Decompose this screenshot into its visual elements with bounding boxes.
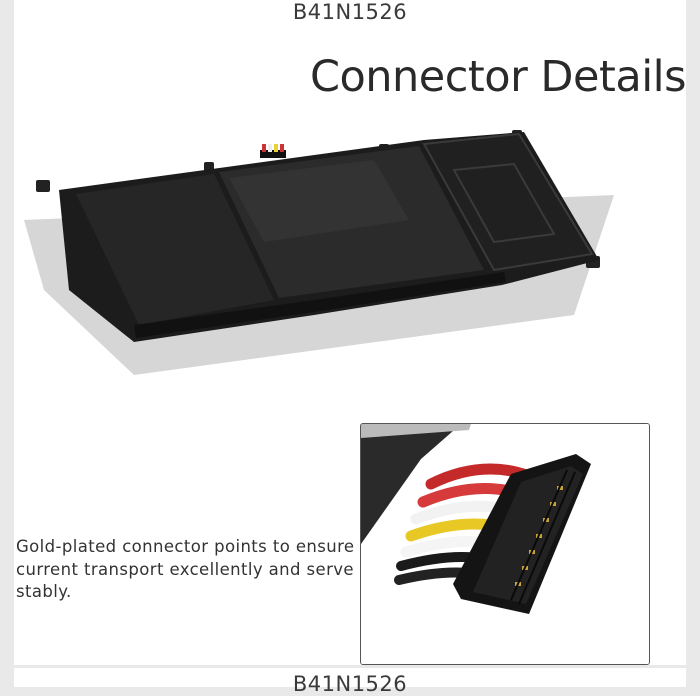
model-number-top: B41N1526 bbox=[292, 0, 408, 24]
battery-cell-highlight bbox=[229, 160, 409, 242]
connector-closeup-graphic bbox=[361, 424, 649, 664]
battery-image bbox=[24, 130, 614, 375]
product-card: B41N1526 Connector Details bbox=[14, 0, 686, 665]
battery-cell-left bbox=[76, 174, 274, 325]
connector-closeup-image bbox=[360, 423, 650, 665]
next-card-peek bbox=[14, 668, 686, 687]
connector-caption: Gold-plated connector points to ensure c… bbox=[16, 537, 355, 601]
page-title: Connector Details bbox=[309, 52, 686, 102]
top-connector bbox=[260, 144, 286, 158]
model-number-bottom: B41N1526 bbox=[292, 672, 408, 696]
battery-rail bbox=[134, 272, 506, 338]
